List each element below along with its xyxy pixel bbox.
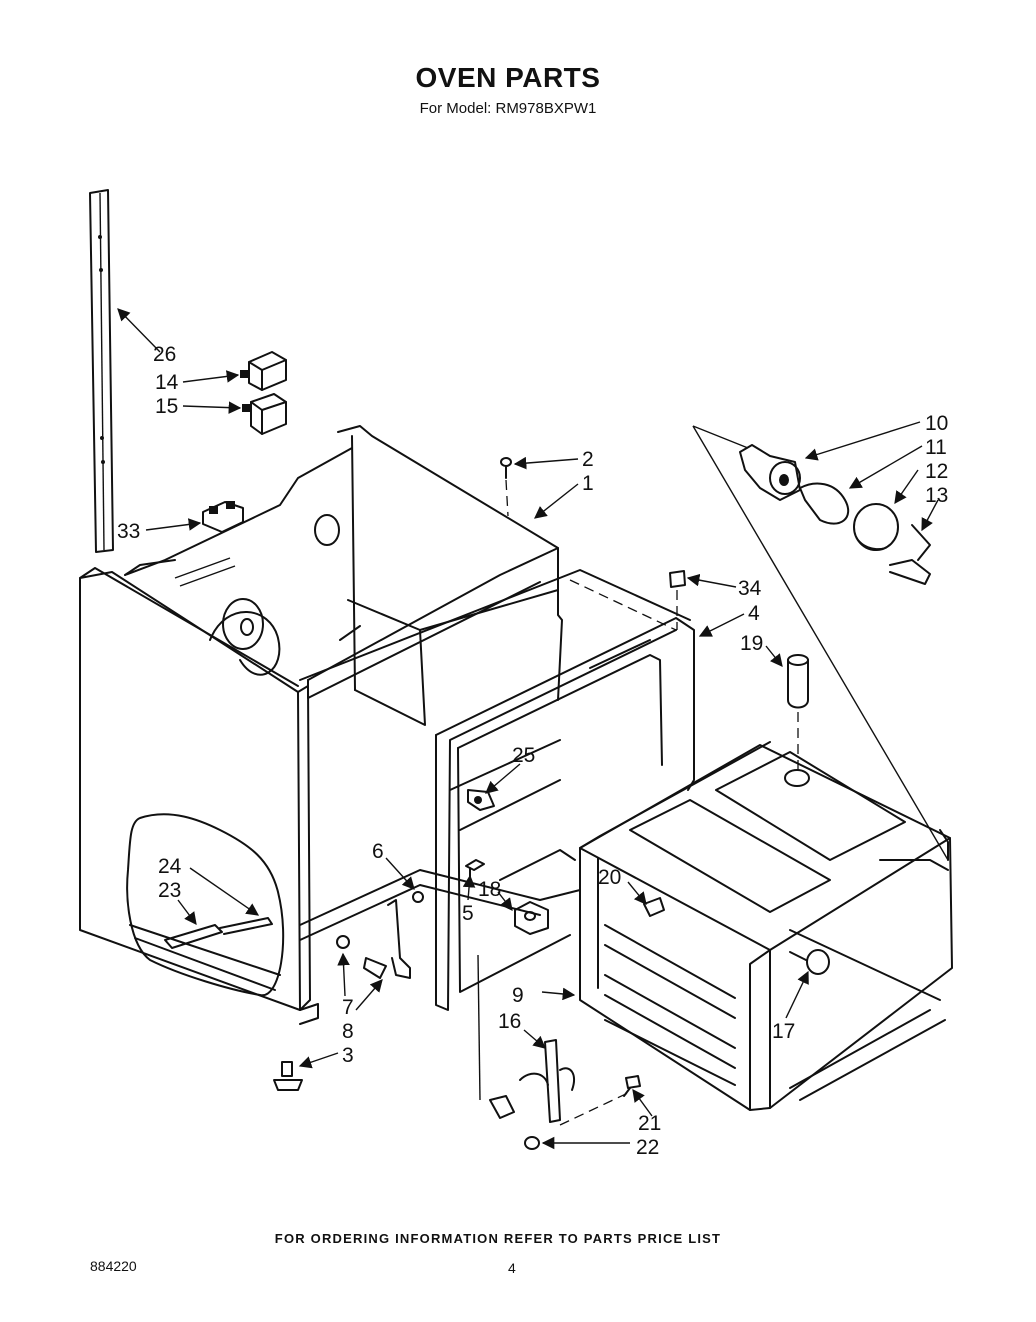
callout-23: 23 bbox=[158, 879, 181, 902]
callout-34: 34 bbox=[738, 577, 762, 600]
lamp-leader-diagonal bbox=[692, 425, 949, 861]
callout-24: 24 bbox=[158, 855, 182, 878]
callout-10: 10 bbox=[925, 412, 948, 435]
page-title: OVEN PARTS bbox=[415, 62, 601, 93]
callout-22: 22 bbox=[636, 1136, 659, 1159]
callout-21: 21 bbox=[638, 1112, 661, 1135]
part-15-switch bbox=[242, 393, 287, 435]
callout-9: 9 bbox=[512, 984, 524, 1007]
lower-bracket bbox=[299, 849, 581, 941]
part-3-leveling-foot bbox=[273, 1061, 303, 1091]
callout-6: 6 bbox=[372, 840, 384, 863]
part-16-hinge-lever bbox=[489, 1039, 576, 1123]
callout-12: 12 bbox=[925, 460, 948, 483]
side-panel bbox=[79, 557, 319, 1025]
callout-11: 11 bbox=[925, 436, 947, 459]
callout-13: 13 bbox=[925, 484, 948, 507]
part-10-lamp-socket bbox=[739, 444, 801, 501]
callout-33: 33 bbox=[117, 520, 140, 543]
guide-line-left bbox=[477, 954, 481, 1101]
lamp-leader-top bbox=[692, 425, 749, 449]
page-number: 4 bbox=[508, 1260, 516, 1276]
part-25-connector bbox=[467, 789, 495, 811]
callout-4: 4 bbox=[748, 602, 760, 625]
part-18-bracket bbox=[514, 901, 549, 935]
callout-2: 2 bbox=[582, 448, 594, 471]
part-8-hinge bbox=[363, 899, 411, 979]
callout-15: 15 bbox=[155, 395, 178, 418]
part-12-lamp-cover bbox=[853, 503, 899, 551]
callout-26: 26 bbox=[153, 343, 176, 366]
part-26-vertical-rail bbox=[89, 189, 114, 553]
part-11-lamp-bulb bbox=[799, 482, 850, 525]
part-17-cap bbox=[789, 949, 830, 975]
part-9-oven-liner bbox=[579, 741, 953, 1111]
document-number: 884220 bbox=[90, 1258, 137, 1274]
part-22-washer bbox=[524, 1136, 540, 1150]
ordering-note: FOR ORDERING INFORMATION REFER TO PARTS … bbox=[274, 1231, 722, 1246]
callout-1: 1 bbox=[582, 472, 594, 495]
callout-17: 17 bbox=[772, 1020, 795, 1043]
callout-20: 20 bbox=[598, 866, 621, 889]
callout-25: 25 bbox=[512, 744, 535, 767]
part-13-wire-clip bbox=[889, 524, 931, 585]
part-33-component bbox=[202, 501, 244, 533]
callout-14: 14 bbox=[155, 371, 179, 394]
part-4-front-frame bbox=[299, 569, 695, 1011]
callout-18: 18 bbox=[478, 878, 501, 901]
part-1-cavity-frame bbox=[124, 425, 563, 726]
callout-7: 7 bbox=[342, 996, 354, 1019]
callout-19: 19 bbox=[740, 632, 763, 655]
part-19-post bbox=[787, 654, 809, 776]
part-5-pin bbox=[465, 859, 485, 881]
part-2-screw bbox=[500, 457, 512, 517]
part-34-plug bbox=[669, 570, 686, 630]
callout-5: 5 bbox=[462, 902, 474, 925]
part-20-door-clip bbox=[643, 897, 665, 917]
callout-8: 8 bbox=[342, 1020, 354, 1043]
part-7-grommet bbox=[336, 935, 350, 949]
callout-16: 16 bbox=[498, 1010, 521, 1033]
dashed-guide-16 bbox=[559, 1091, 631, 1126]
part-6-bushing bbox=[412, 891, 424, 903]
leader-arrows bbox=[117, 308, 939, 1150]
callout-3: 3 bbox=[342, 1044, 354, 1067]
dashed-guide-center bbox=[569, 579, 677, 631]
part-14-switch bbox=[240, 351, 287, 391]
model-subtitle: For Model: RM978BXPW1 bbox=[419, 100, 597, 117]
